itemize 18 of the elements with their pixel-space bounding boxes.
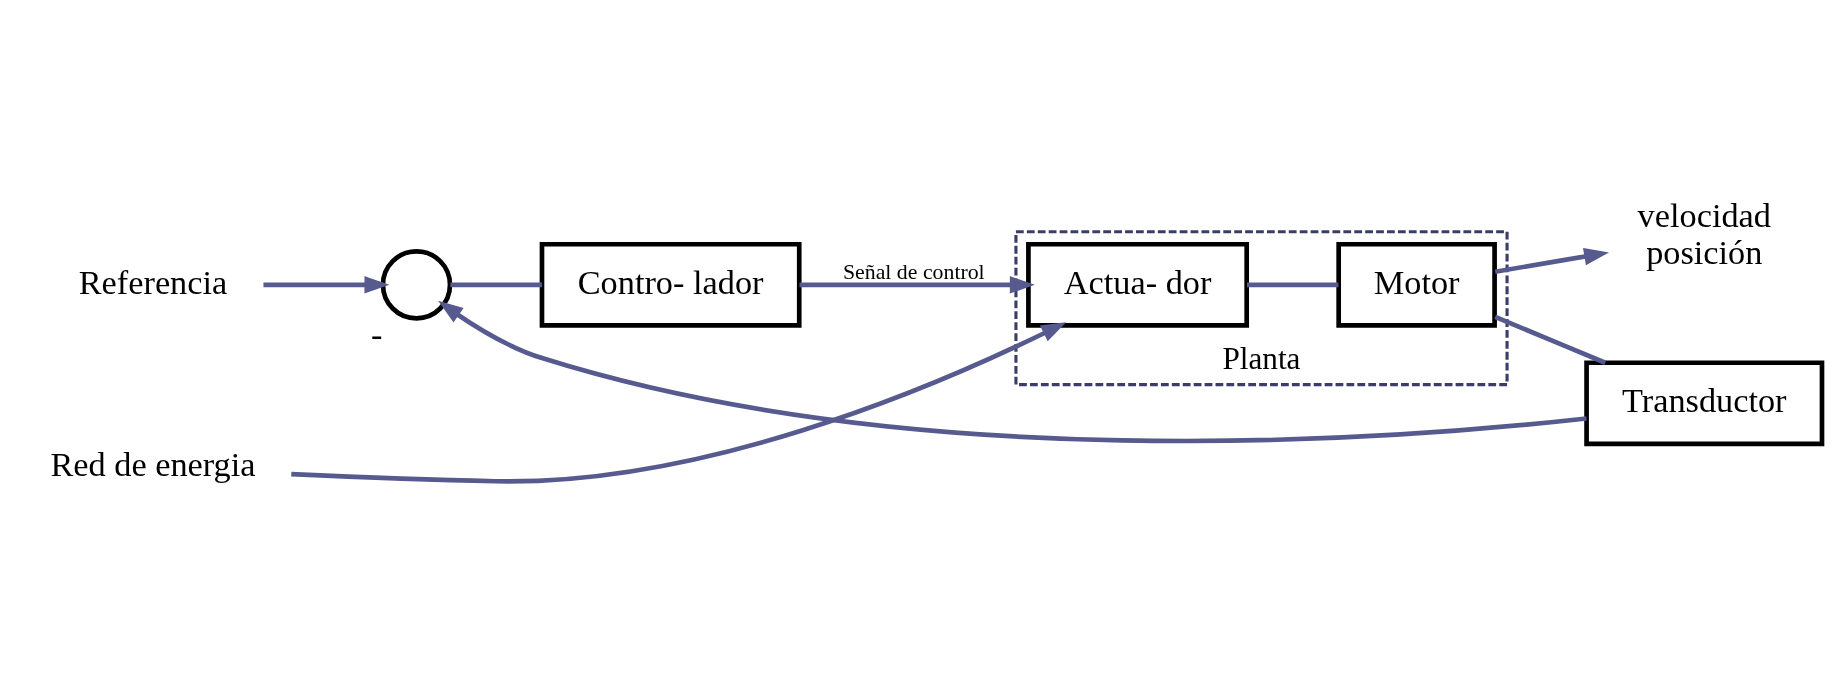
node-circle bbox=[380, 248, 453, 321]
connector bbox=[450, 282, 542, 288]
node-box: Actua- dor bbox=[1026, 241, 1250, 328]
node-box: Motor bbox=[1336, 241, 1497, 328]
connector bbox=[1247, 282, 1339, 288]
edge-label: Señal de control bbox=[842, 259, 985, 284]
connector bbox=[1494, 314, 1607, 365]
node-text: Referencia bbox=[78, 262, 228, 301]
arrow bbox=[1494, 247, 1610, 275]
arrow bbox=[799, 276, 1035, 294]
arrow bbox=[438, 300, 1587, 444]
node-text: Red de energia bbox=[50, 444, 256, 483]
arrow bbox=[291, 322, 1067, 484]
node-box: Contro- lador bbox=[539, 241, 802, 328]
arrow bbox=[263, 276, 390, 294]
node-text: velocidad posición bbox=[1637, 195, 1771, 271]
node-box: Transductor bbox=[1584, 360, 1825, 447]
node-label: - bbox=[371, 314, 383, 353]
